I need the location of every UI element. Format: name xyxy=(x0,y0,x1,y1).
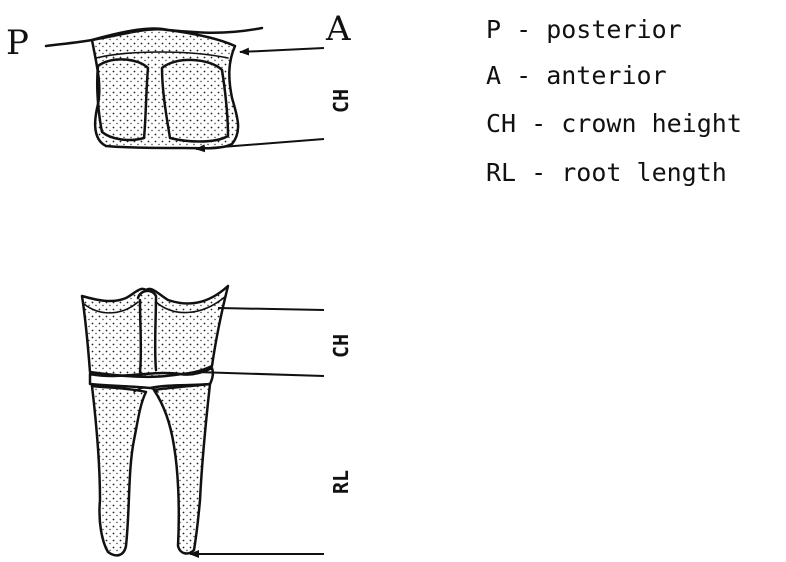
cej-line xyxy=(196,372,324,376)
legend-anterior: A - anterior xyxy=(486,61,667,90)
legend: P - posterior A - anterior CH - crown he… xyxy=(486,15,742,187)
occlusal-top-pointer xyxy=(240,48,324,52)
occlusal-view-tooth: P A CH xyxy=(6,9,353,149)
legend-root-length: RL - root length xyxy=(486,158,727,187)
lateral-root-left xyxy=(92,386,146,555)
legend-crown-height: CH - crown height xyxy=(486,109,742,138)
anterior-label: A xyxy=(325,9,351,49)
bottom-crown-height-label: CH xyxy=(329,334,353,358)
root-length-label: RL xyxy=(329,470,353,494)
top-crown-height-label: CH xyxy=(329,89,353,113)
crown-top-line xyxy=(218,308,324,310)
legend-posterior: P - posterior xyxy=(486,15,682,44)
lateral-view-tooth: CH RL xyxy=(82,286,353,555)
occlusal-crown-outline xyxy=(92,28,238,148)
posterior-label: P xyxy=(6,23,29,63)
lateral-root-right xyxy=(154,384,210,553)
